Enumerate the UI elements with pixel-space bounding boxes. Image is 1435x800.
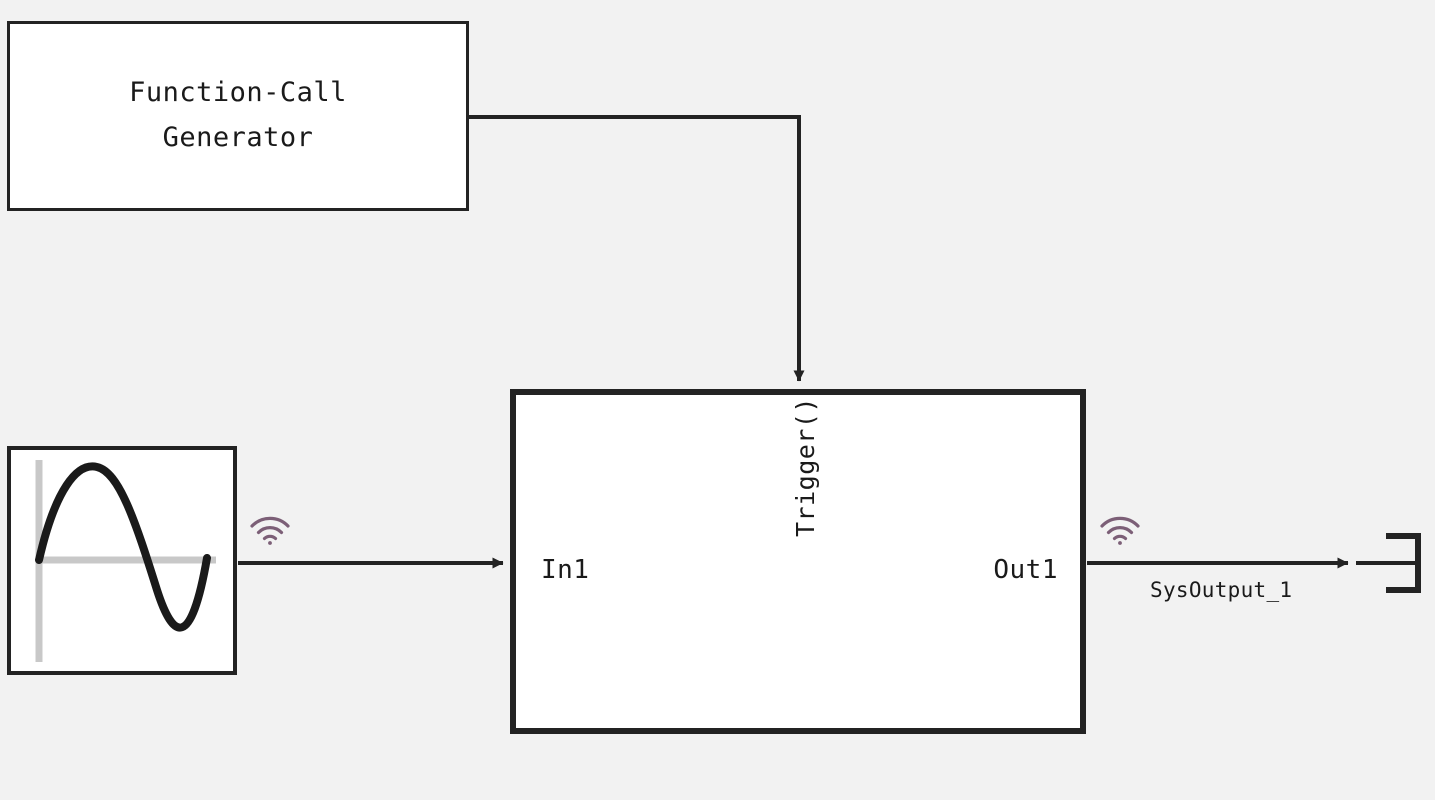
subsystem-trigger-label: Trigger() <box>791 397 820 537</box>
output-port-bracket-icon[interactable] <box>1386 533 1421 593</box>
subsystem-input-port-label: In1 <box>541 555 590 585</box>
function-call-generator-label: Function-Call Generator <box>129 77 347 153</box>
subsystem-output-port-label: Out1 <box>993 555 1058 585</box>
triggered-subsystem-block[interactable]: In1 Out1 <box>510 389 1086 734</box>
function-call-generator-block[interactable]: Function-Call Generator <box>7 21 469 211</box>
wifi-broadcast-icon-output <box>1100 516 1140 545</box>
sine-wave-icon <box>35 460 216 662</box>
wire-functioncall-to-trigger[interactable] <box>469 115 805 382</box>
output-signal-name-label: SysOutput_1 <box>1150 578 1293 602</box>
wifi-broadcast-icon-input <box>250 516 290 545</box>
sine-wave-source-block[interactable] <box>7 446 237 675</box>
